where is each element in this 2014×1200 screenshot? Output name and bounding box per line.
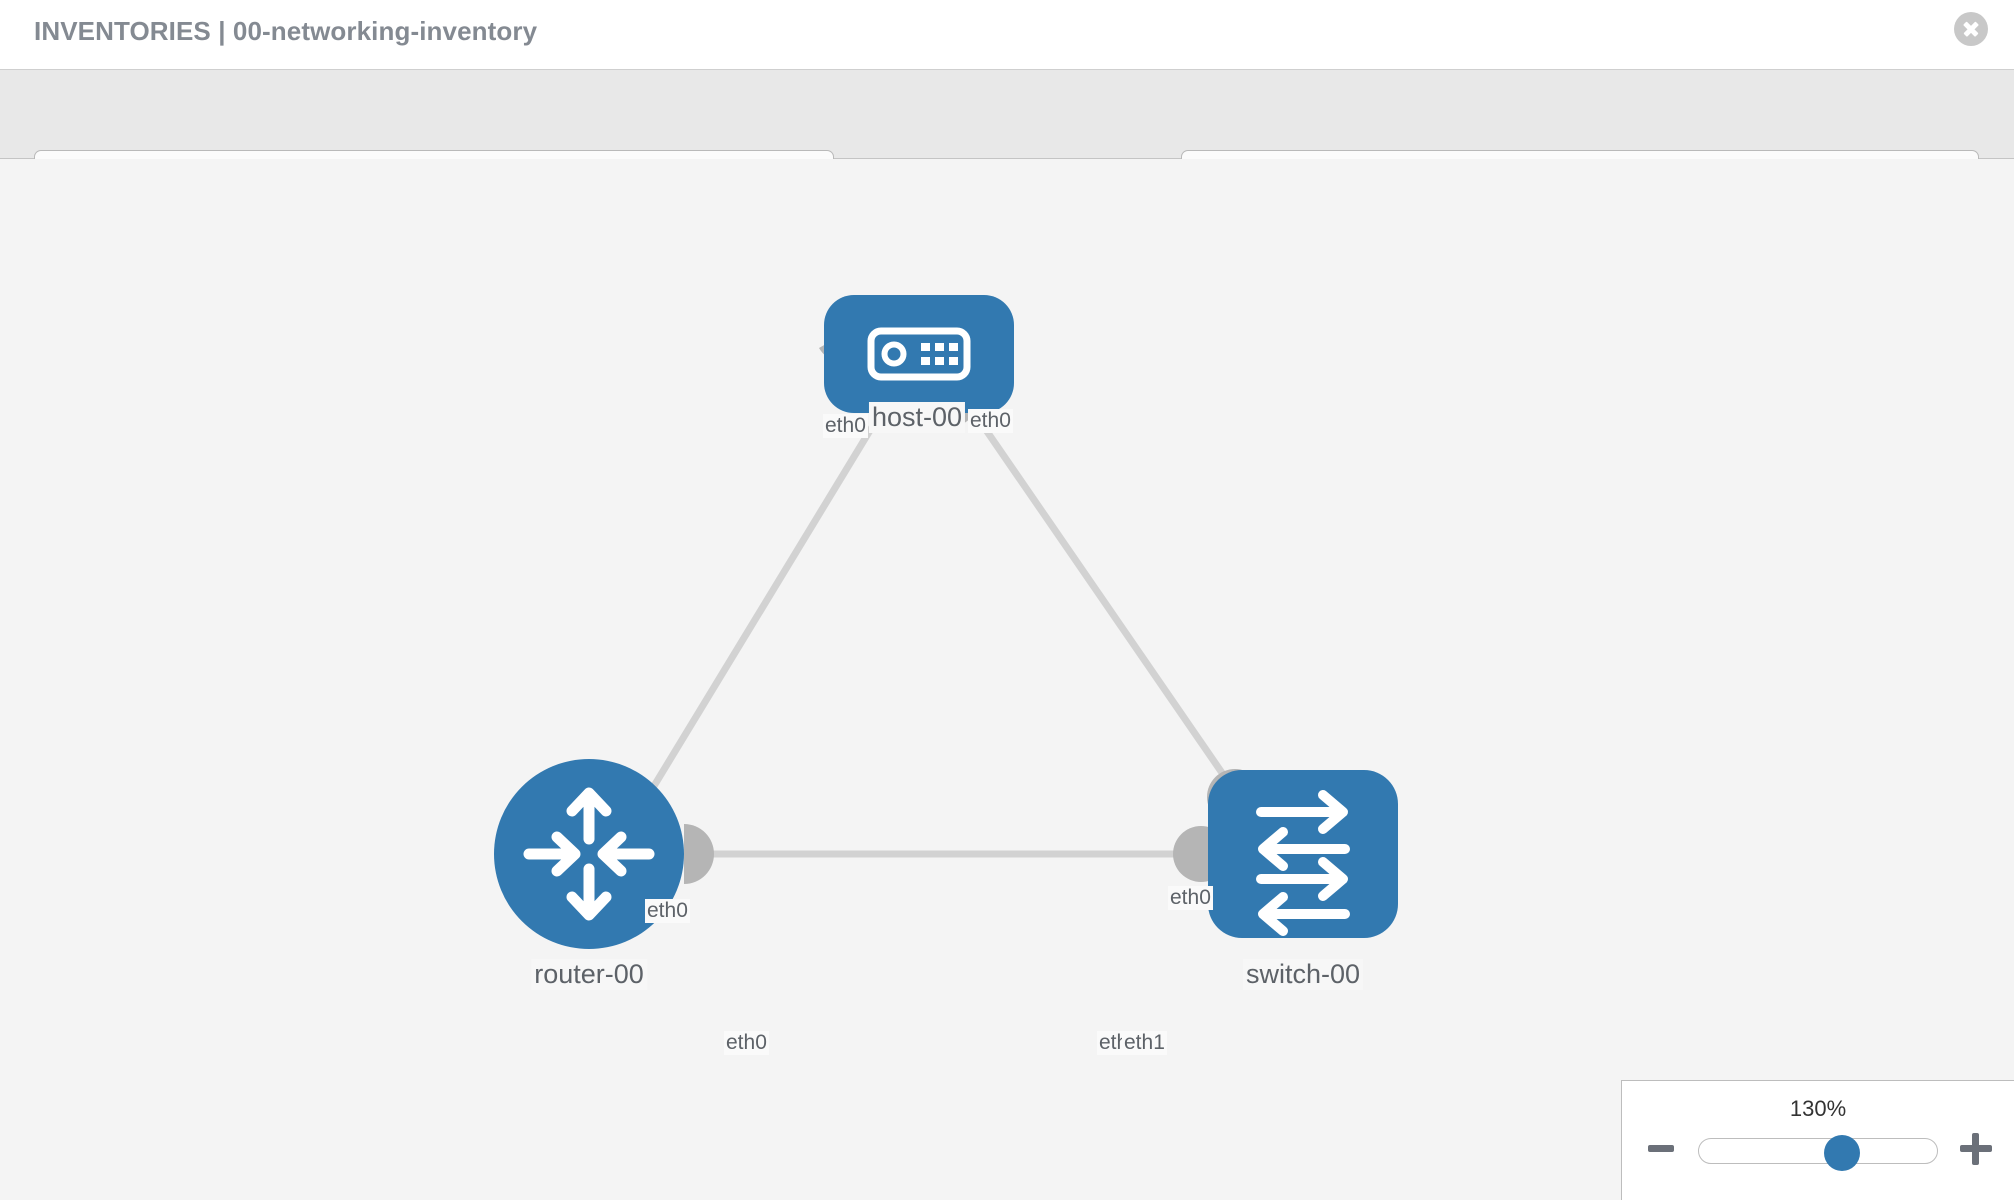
node-label-router-00: router-00 bbox=[531, 959, 647, 990]
node-router-00 bbox=[494, 759, 684, 949]
node-label-host-00: host-00 bbox=[868, 402, 966, 433]
iface-label-host-right: eth0 bbox=[968, 409, 1013, 433]
switch-icon bbox=[1256, 790, 1350, 936]
topology-graph bbox=[494, 295, 1398, 949]
page-title: INVENTORIES | 00-networking-inventory bbox=[34, 16, 538, 46]
node-label-switch-00: switch-00 bbox=[1242, 959, 1364, 990]
iface-label-switch-left-eth1: eth1 bbox=[1122, 1031, 1167, 1055]
iface-label-router-right: eth0 bbox=[724, 1031, 769, 1055]
zoom-slider-track[interactable] bbox=[1698, 1135, 1938, 1171]
router-icon bbox=[523, 787, 655, 921]
toolbar: ACTIONS SEARCH bbox=[0, 70, 2014, 205]
node-host-00 bbox=[824, 295, 1014, 413]
topology-canvas[interactable]: host-00 router-00 switch-00 eth0 eth0 et… bbox=[0, 159, 2014, 1200]
zoom-slider-thumb[interactable] bbox=[1823, 1135, 1860, 1171]
zoom-in-button[interactable] bbox=[1960, 1133, 1992, 1165]
close-icon[interactable] bbox=[1954, 12, 1988, 46]
node-switch-00 bbox=[1208, 770, 1398, 938]
zoom-control-panel: 130% bbox=[1621, 1080, 2014, 1200]
page-header: INVENTORIES | 00-networking-inventory bbox=[0, 0, 2014, 70]
iface-label-router-up: eth0 bbox=[645, 899, 690, 923]
link-host-switch bbox=[972, 412, 1243, 801]
topology-links bbox=[637, 412, 1243, 858]
zoom-out-button[interactable] bbox=[1648, 1145, 1674, 1152]
iface-label-switch-up: eth0 bbox=[1168, 886, 1213, 910]
link-host-router bbox=[637, 412, 883, 811]
node-router-00-shape bbox=[494, 759, 684, 949]
host-icon bbox=[867, 327, 971, 381]
zoom-slider-row bbox=[1622, 1133, 2014, 1173]
iface-label-host-left: eth0 bbox=[823, 414, 868, 438]
zoom-level-value: 130% bbox=[1789, 1096, 1847, 1121]
node-host-00-shape bbox=[824, 295, 1014, 413]
port-router-right bbox=[684, 824, 714, 884]
